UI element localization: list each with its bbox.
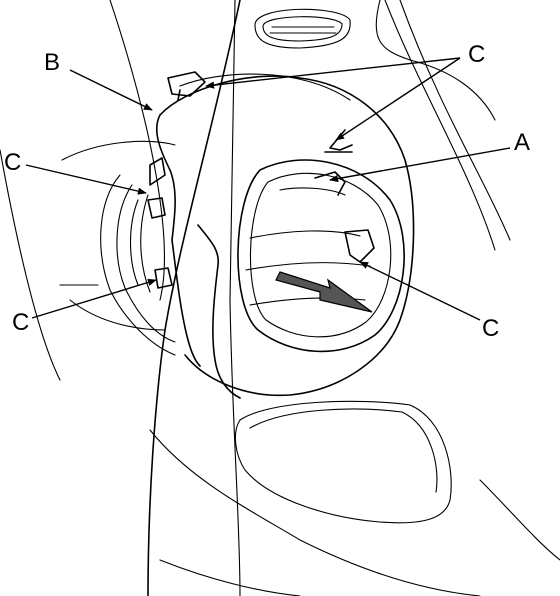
upper-vent-outlet: [254, 8, 351, 49]
clip-right-lower: [344, 229, 375, 263]
callout-b: B: [44, 49, 60, 76]
section-line: [147, 0, 241, 596]
clip-a: [314, 171, 346, 196]
leader-lines: [25, 57, 511, 321]
clip-lower-left: [154, 267, 173, 289]
vent-louver-ring: [237, 159, 405, 353]
lower-recess: [234, 400, 452, 524]
callout-c-right: C: [482, 315, 499, 342]
removal-direction-arrow: [275, 271, 373, 313]
side-vent-body: [59, 140, 176, 356]
callout-a: A: [514, 129, 530, 156]
clip-right-upper: [324, 129, 353, 153]
clip-top: [167, 71, 206, 101]
callout-c-bottom-left: C: [12, 309, 29, 336]
callout-c-left: C: [4, 149, 21, 176]
callout-c-top: C: [468, 41, 485, 68]
vent-bezel: [155, 73, 415, 399]
clip-left-upper: [147, 157, 166, 219]
